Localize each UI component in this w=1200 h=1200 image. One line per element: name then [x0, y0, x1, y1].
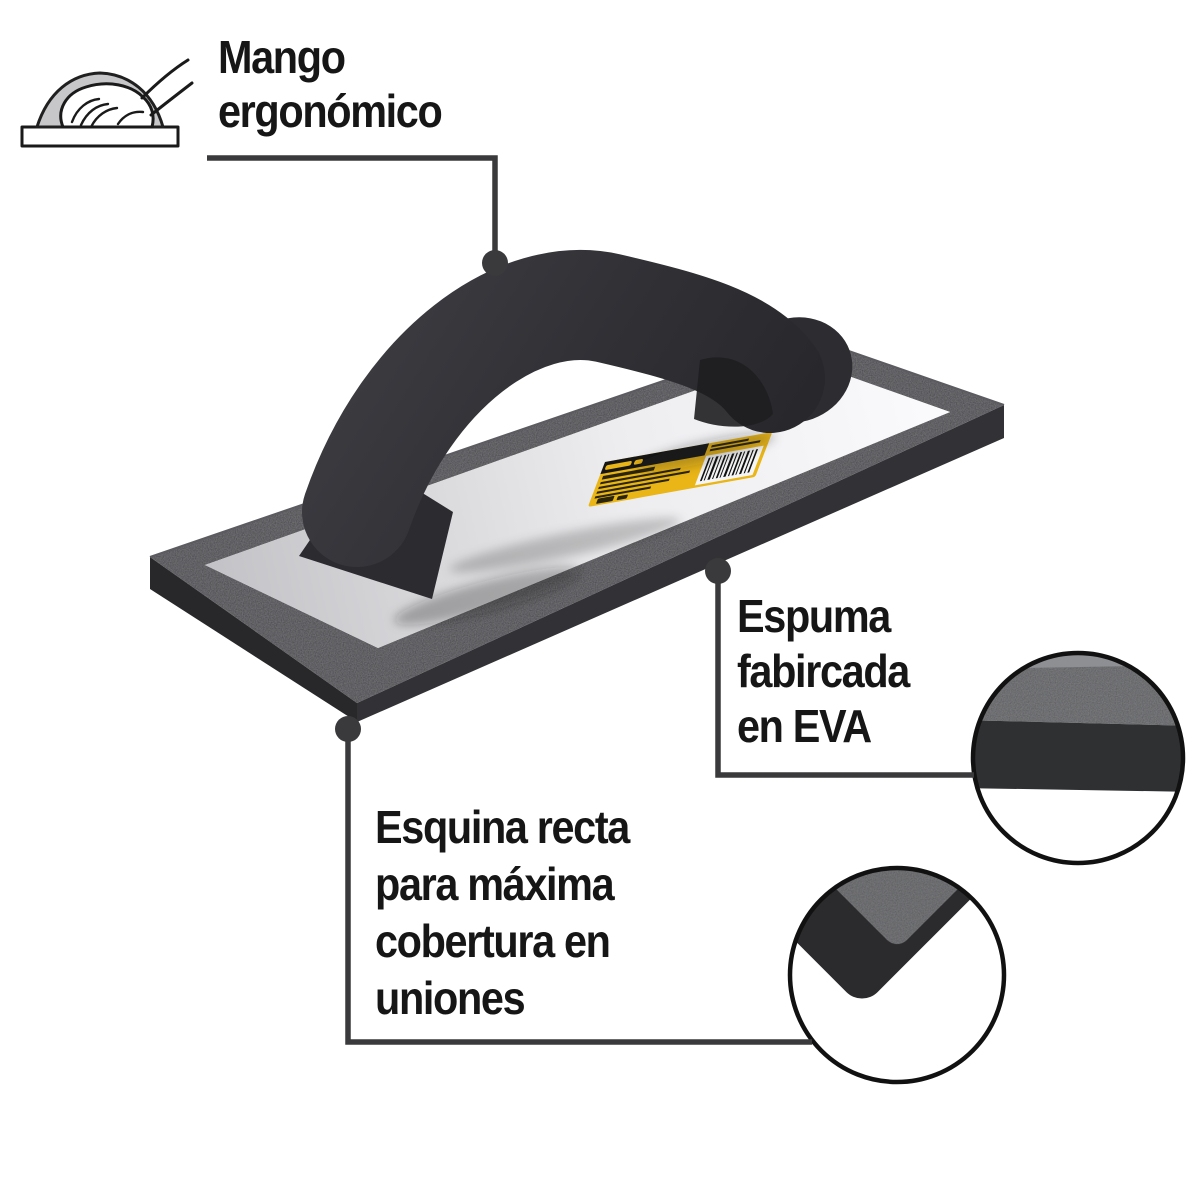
float-foam-side-faces: [150, 405, 1004, 722]
callout-foam-line: fabircada: [737, 645, 910, 697]
callout-foam-line: en EVA: [737, 700, 872, 752]
callout-leader-lines: [207, 155, 974, 1045]
grout-float: [149, 250, 1005, 722]
foam-edge-closeup-circle: [970, 650, 1186, 866]
callout-foam-line: Espuma: [737, 590, 891, 642]
callout-ergonomic-handle: Mango ergonómico: [218, 30, 443, 138]
foam-callout-line: [715, 571, 974, 778]
handle-opening-shadow: [694, 357, 773, 427]
callout-handle-line: ergonómico: [218, 85, 443, 137]
foam-anchor-dot: [705, 558, 731, 584]
callout-corner-line: para máxima: [375, 858, 615, 910]
callout-eva-foam: Espuma fabircada en EVA: [737, 589, 910, 754]
float-handle: [299, 250, 853, 599]
corner-anchor-dot: [335, 716, 361, 742]
callout-anchor-dots: [335, 250, 731, 742]
callout-corner-line: cobertura en: [375, 915, 611, 967]
hand-on-float-icon: [20, 58, 194, 148]
callout-corner-line: uniones: [375, 972, 526, 1024]
callout-corner-line: Esquina recta: [375, 801, 630, 853]
callout-straight-corner: Esquina recta para máxima cobertura en u…: [375, 799, 630, 1027]
handle-shadows: [394, 432, 776, 625]
corner-callout-line: [345, 729, 812, 1045]
handle-anchor-dot: [482, 250, 508, 276]
callout-handle-line: Mango: [218, 31, 346, 83]
handle-callout-line: [207, 155, 498, 262]
